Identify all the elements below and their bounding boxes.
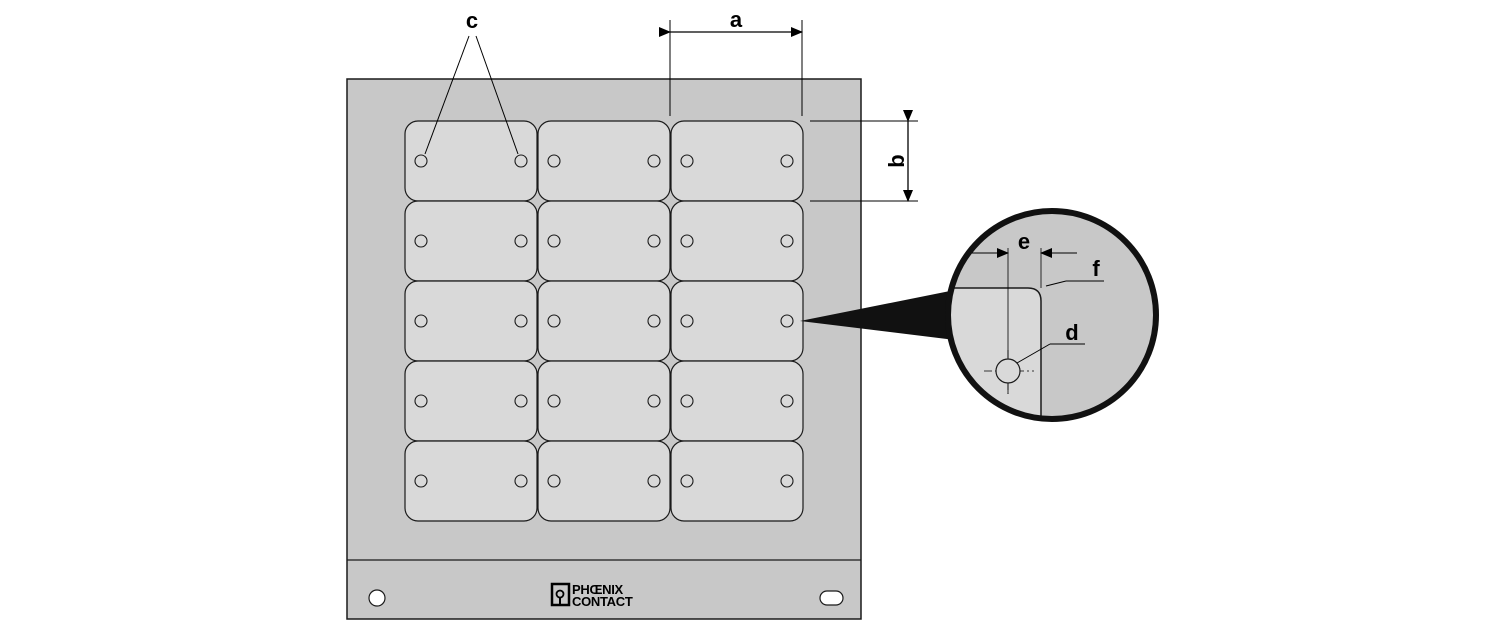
plate-hole (547, 154, 561, 168)
plate-hole (647, 154, 661, 168)
plate-hole (514, 314, 528, 328)
label-plate (537, 200, 671, 282)
plate-hole (647, 314, 661, 328)
plate-hole (680, 234, 694, 248)
magnifier-wedge (800, 290, 955, 340)
label-plate (404, 200, 538, 282)
plate-hole (514, 474, 528, 488)
label-plate (670, 120, 804, 202)
plate-hole (414, 234, 428, 248)
label-plate (404, 440, 538, 522)
label-plate-grid (404, 120, 804, 522)
label-plate (670, 440, 804, 522)
label-plate (670, 360, 804, 442)
plate-hole (547, 474, 561, 488)
label-plate (670, 200, 804, 282)
label-b: b (884, 154, 909, 167)
plate-hole (780, 394, 794, 408)
plate-hole (647, 234, 661, 248)
plate-hole (680, 154, 694, 168)
mounting-hole-slot (819, 590, 844, 606)
plate-hole (780, 154, 794, 168)
plate-hole (780, 474, 794, 488)
label-plate (404, 120, 538, 202)
plate-hole (414, 154, 428, 168)
plate-hole (547, 314, 561, 328)
plate-hole (647, 394, 661, 408)
label-c: c (466, 8, 478, 33)
plate-hole (547, 234, 561, 248)
mounting-hole-round (368, 589, 386, 607)
phoenix-contact-logo: PHŒNIX CONTACT (550, 582, 633, 609)
dimension-a: a (659, 7, 803, 116)
label-d: d (1065, 320, 1078, 345)
plate-hole (680, 394, 694, 408)
plate-hole (414, 394, 428, 408)
plate-hole (780, 234, 794, 248)
plate-hole (514, 394, 528, 408)
logo-line-2: CONTACT (572, 594, 633, 609)
zoom-detail: e f d (945, 208, 1159, 422)
callout-c: c (424, 8, 519, 155)
plate-hole (780, 314, 794, 328)
plate-hole (414, 314, 428, 328)
plate-hole (680, 314, 694, 328)
plate-hole (414, 474, 428, 488)
plate-hole (514, 234, 528, 248)
label-plate (404, 360, 538, 442)
label-f: f (1092, 256, 1100, 281)
label-plate (537, 360, 671, 442)
plate-hole (647, 474, 661, 488)
label-plate (537, 280, 671, 362)
label-plate (404, 280, 538, 362)
label-plate (537, 440, 671, 522)
label-plate (537, 120, 671, 202)
label-plate (670, 280, 804, 362)
plate-hole (514, 154, 528, 168)
logo-line-1: PHŒNIX (572, 582, 624, 597)
label-a: a (730, 7, 743, 32)
label-e: e (1018, 229, 1030, 254)
plate-hole (680, 474, 694, 488)
plate-hole (547, 394, 561, 408)
dimension-b: b (810, 110, 918, 202)
